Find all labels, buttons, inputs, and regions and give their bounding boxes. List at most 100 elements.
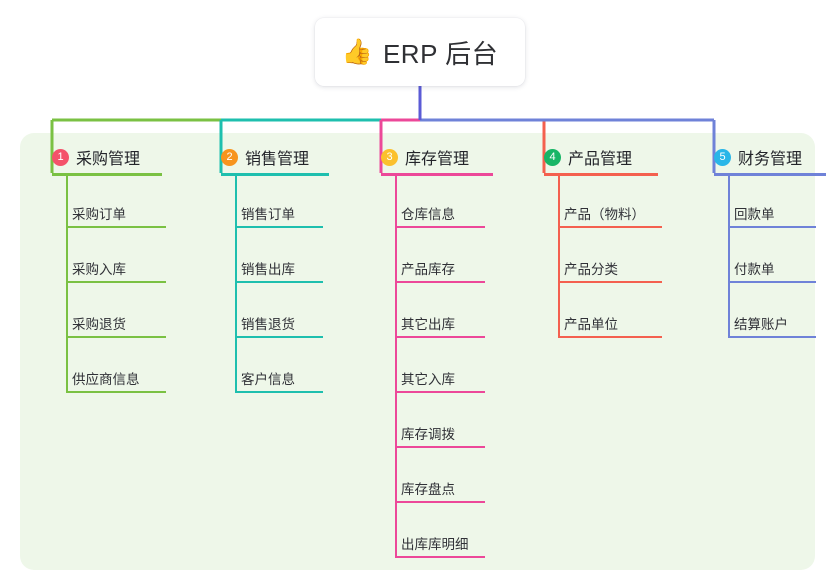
leaf-item[interactable]: 仓库信息 — [365, 173, 495, 228]
leaf-label: 仓库信息 — [401, 207, 455, 222]
branch-number-badge: 2 — [221, 148, 238, 166]
leaf-underline — [558, 226, 662, 228]
leaf-label: 销售出库 — [241, 262, 295, 277]
leaf-label: 出库库明细 — [401, 537, 469, 552]
leaf-item[interactable]: 付款单 — [698, 228, 826, 283]
leaf-connector-line — [395, 503, 397, 558]
leaf-connector-line — [66, 173, 68, 228]
leaf-connector-line — [66, 338, 68, 393]
leaf-label: 库存盘点 — [401, 482, 455, 497]
leaf-item[interactable]: 供应商信息 — [36, 338, 176, 393]
leaf-item[interactable]: 出库库明细 — [365, 503, 495, 558]
leaf-item[interactable]: 产品（物料） — [528, 173, 672, 228]
leaf-connector-line — [395, 283, 397, 338]
leaf-label: 库存调拨 — [401, 427, 455, 442]
leaf-label: 产品库存 — [401, 262, 455, 277]
leaf-connector-line — [395, 228, 397, 283]
leaf-label: 回款单 — [734, 207, 775, 222]
leaf-underline — [395, 281, 485, 283]
leaf-underline — [66, 226, 166, 228]
leaf-connector-line — [235, 338, 237, 393]
leaf-connector-line — [728, 228, 730, 283]
leaf-connector-line — [728, 283, 730, 338]
leaf-item[interactable]: 其它入库 — [365, 338, 495, 393]
leaf-underline — [728, 226, 816, 228]
leaf-label: 采购退货 — [72, 317, 126, 332]
leaf-label: 采购入库 — [72, 262, 126, 277]
branch-header-underline — [52, 173, 162, 176]
leaf-item[interactable]: 销售订单 — [205, 173, 333, 228]
leaf-item[interactable]: 回款单 — [698, 173, 826, 228]
leaf-underline — [235, 281, 323, 283]
leaf-item[interactable]: 结算账户 — [698, 283, 826, 338]
leaf-underline — [395, 226, 485, 228]
leaf-item[interactable]: 销售退货 — [205, 283, 333, 338]
leaf-label: 付款单 — [734, 262, 775, 277]
leaf-item[interactable]: 产品库存 — [365, 228, 495, 283]
leaf-underline — [66, 336, 166, 338]
thumbs-up-icon: 👍 — [341, 37, 373, 66]
leaf-connector-line — [395, 173, 397, 228]
leaf-label: 产品（物料） — [564, 207, 645, 222]
leaf-underline — [728, 281, 816, 283]
branch-header-underline — [221, 173, 329, 176]
leaf-connector-line — [66, 228, 68, 283]
branch-column-5: 5 财务管理回款单付款单结算账户 — [698, 143, 826, 338]
branch-header-销售管理[interactable]: 2 销售管理 — [205, 143, 309, 171]
branches-panel — [20, 133, 815, 570]
leaf-label: 销售订单 — [241, 207, 295, 222]
leaf-connector-line — [395, 448, 397, 503]
leaf-connector-line — [235, 173, 237, 228]
branch-title: 财务管理 — [738, 151, 803, 168]
branch-title: 库存管理 — [405, 151, 470, 168]
leaf-item[interactable]: 库存盘点 — [365, 448, 495, 503]
leaf-connector-line — [558, 228, 560, 283]
leaf-connector-line — [395, 393, 397, 448]
branch-number-badge: 5 — [714, 148, 731, 166]
leaf-connector-line — [235, 228, 237, 283]
leaf-underline — [395, 556, 485, 558]
branch-header-underline — [381, 173, 493, 176]
leaf-item[interactable]: 采购退货 — [36, 283, 176, 338]
leaf-item[interactable]: 采购入库 — [36, 228, 176, 283]
branch-title: 采购管理 — [76, 151, 141, 168]
branch-title: 产品管理 — [568, 151, 633, 168]
leaf-connector-line — [558, 173, 560, 228]
leaf-item[interactable]: 产品分类 — [528, 228, 672, 283]
leaf-underline — [395, 501, 485, 503]
leaf-item[interactable]: 库存调拨 — [365, 393, 495, 448]
leaf-item[interactable]: 客户信息 — [205, 338, 333, 393]
leaf-underline — [66, 281, 166, 283]
leaf-underline — [235, 336, 323, 338]
branch-title: 销售管理 — [245, 151, 310, 168]
root-node[interactable]: 👍 ERP 后台 — [315, 18, 525, 86]
leaf-underline — [728, 336, 816, 338]
branch-number-badge: 4 — [544, 148, 561, 166]
branch-header-采购管理[interactable]: 1 采购管理 — [36, 143, 140, 171]
branch-number-badge: 1 — [52, 148, 69, 166]
leaf-underline — [558, 336, 662, 338]
leaf-item[interactable]: 采购订单 — [36, 173, 176, 228]
leaf-item[interactable]: 销售出库 — [205, 228, 333, 283]
leaf-label: 产品分类 — [564, 262, 618, 277]
leaf-underline — [235, 391, 323, 393]
leaf-connector-line — [395, 338, 397, 393]
leaf-underline — [395, 336, 485, 338]
branch-header-产品管理[interactable]: 4 产品管理 — [528, 143, 632, 171]
leaf-label: 采购订单 — [72, 207, 126, 222]
leaf-connector-line — [235, 283, 237, 338]
branch-header-财务管理[interactable]: 5 财务管理 — [698, 143, 802, 171]
leaf-underline — [66, 391, 166, 393]
leaf-label: 结算账户 — [734, 317, 788, 332]
leaf-item[interactable]: 其它出库 — [365, 283, 495, 338]
leaf-connector-line — [558, 283, 560, 338]
leaf-item[interactable]: 产品单位 — [528, 283, 672, 338]
leaf-underline — [558, 281, 662, 283]
leaf-underline — [395, 446, 485, 448]
